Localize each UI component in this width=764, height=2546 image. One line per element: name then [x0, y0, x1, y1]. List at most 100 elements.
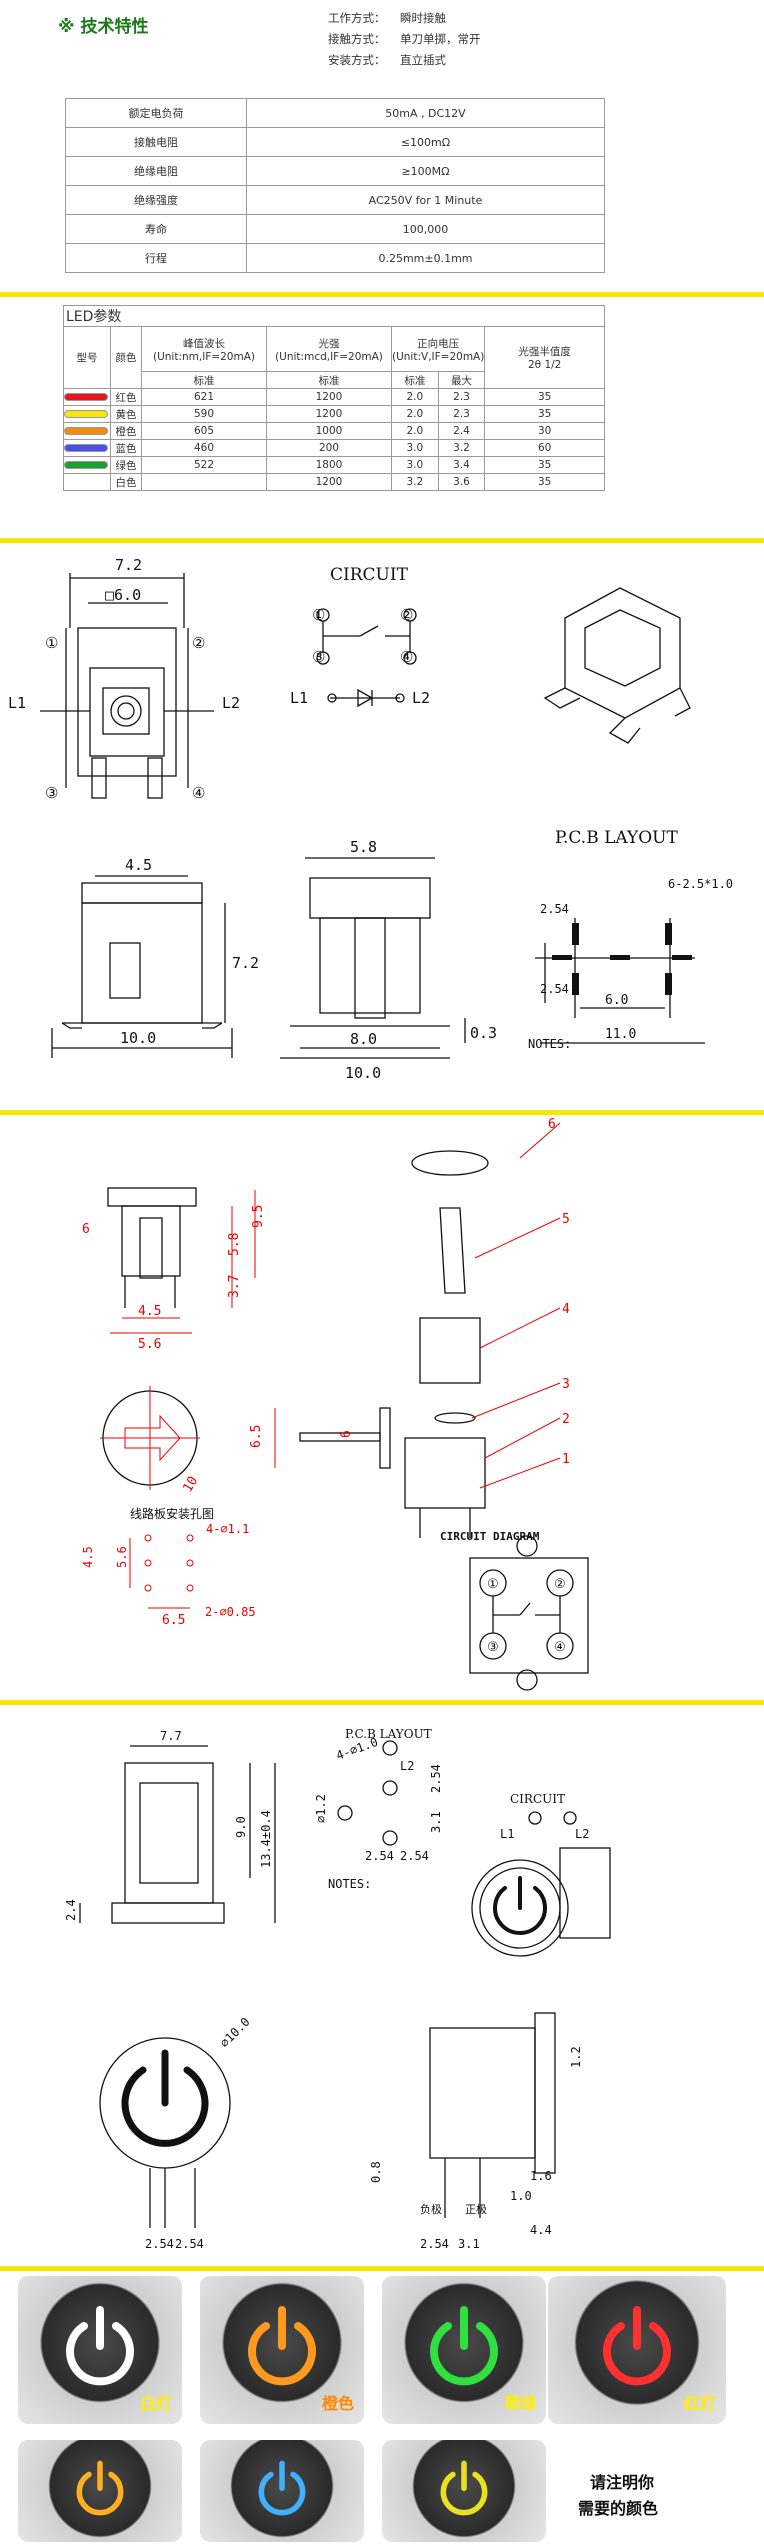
- svg-text:1.2: 1.2: [569, 2046, 583, 2068]
- power-icon-arc: [440, 2471, 488, 2516]
- svg-text:L1: L1: [500, 1827, 514, 1841]
- svg-text:4.5: 4.5: [81, 1546, 95, 1568]
- section-divider: [0, 538, 764, 543]
- svg-text:1: 1: [562, 1452, 570, 1467]
- photo-label: 翠绿: [503, 2394, 536, 2413]
- table-caption: LED参数: [63, 305, 605, 327]
- svg-text:④: ④: [400, 648, 413, 666]
- svg-text:L2: L2: [575, 1827, 589, 1841]
- svg-text:4-⌀1.1: 4-⌀1.1: [206, 1522, 249, 1536]
- led-parameters-table: LED参数 型号 颜色 峰值波长 (Unit:nm,IF=20mA) 光强 (U…: [63, 305, 605, 491]
- table-row: 接触电阻≤100mΩ: [65, 127, 605, 157]
- svg-text:2.54: 2.54: [145, 2237, 174, 2251]
- power-icon: [430, 2306, 498, 2386]
- label-l1: L1: [8, 694, 26, 712]
- led-color-swatch: [64, 427, 108, 435]
- mechanical-drawing-2: 9.5 5.8 3.7 4.5 5.6 6 6.5 10 5.6 4.5 6.5…: [81, 1118, 589, 1691]
- svg-text:5.6: 5.6: [138, 1337, 161, 1352]
- power-icon: [440, 2460, 488, 2516]
- product-photo: 翠绿: [382, 2276, 546, 2424]
- power-icon-arc: [76, 2471, 124, 2516]
- dim-inner: □6.0: [105, 586, 141, 604]
- power-icon-arc: [430, 2322, 498, 2386]
- svg-text:3.7: 3.7: [227, 1275, 242, 1298]
- svg-text:L1: L1: [290, 689, 308, 707]
- svg-text:4.5: 4.5: [125, 856, 152, 874]
- spec-item: 接触方式：单刀单掷，常开: [328, 32, 481, 46]
- svg-text:3.1: 3.1: [458, 2237, 480, 2251]
- section-divider: [0, 292, 764, 297]
- product-photo: [18, 2440, 182, 2542]
- svg-text:2.54: 2.54: [175, 2237, 204, 2251]
- svg-text:2.54: 2.54: [420, 2237, 449, 2251]
- svg-text:4.5: 4.5: [138, 1304, 161, 1319]
- circuit-diagram-title: CIRCUIT DIAGRAM: [440, 1530, 540, 1543]
- svg-text:6: 6: [548, 1118, 556, 1132]
- product-photo: 橙色: [200, 2276, 364, 2424]
- svg-text:2.54: 2.54: [540, 982, 569, 996]
- svg-text:1.0: 1.0: [510, 2189, 532, 2203]
- svg-text:⌀10.0: ⌀10.0: [217, 2015, 252, 2050]
- spec-item: 安装方式：直立插式: [328, 53, 446, 67]
- svg-text:7.7: 7.7: [160, 1729, 182, 1743]
- svg-text:3.1: 3.1: [429, 1811, 443, 1833]
- section-title: ※ 技术特性: [58, 17, 149, 37]
- pcb-layout-title: P.C.B LAYOUT: [345, 1727, 432, 1741]
- pin-2: ②: [192, 634, 205, 652]
- label-l2: L2: [222, 694, 240, 712]
- svg-text:6: 6: [82, 1222, 90, 1237]
- svg-text:6-2.5*1.0: 6-2.5*1.0: [668, 877, 733, 891]
- power-icon: [258, 2460, 306, 2516]
- svg-text:5.6: 5.6: [115, 1546, 129, 1568]
- svg-text:3: 3: [562, 1377, 570, 1392]
- pin-4: ④: [192, 784, 205, 802]
- pcb-hole-label: 线路板安装孔图: [130, 1506, 214, 1521]
- photo-label: 橙色: [321, 2394, 354, 2413]
- power-icon: [603, 2306, 671, 2386]
- svg-text:③: ③: [487, 1640, 499, 1655]
- power-icon: [66, 2306, 134, 2386]
- svg-text:10.0: 10.0: [345, 1064, 381, 1082]
- svg-text:2: 2: [562, 1412, 570, 1427]
- led-color-swatch: [64, 393, 108, 401]
- circuit-title: CIRCUIT: [510, 1792, 565, 1806]
- svg-text:负极: 负极: [420, 2202, 442, 2216]
- svg-text:10.0: 10.0: [120, 1029, 156, 1047]
- section-divider: [0, 1110, 764, 1115]
- svg-text:5: 5: [562, 1212, 570, 1227]
- svg-text:L2: L2: [400, 1759, 414, 1773]
- svg-text:6.5: 6.5: [249, 1425, 264, 1448]
- svg-text:8.0: 8.0: [350, 1030, 377, 1048]
- svg-text:2.54: 2.54: [400, 1849, 429, 1863]
- color-note: 请注明你 需要的颜色: [578, 2473, 659, 2518]
- svg-text:④: ④: [554, 1640, 566, 1655]
- spec-item: 工作方式：瞬时接触: [328, 11, 446, 25]
- power-icon-arc: [66, 2322, 134, 2386]
- svg-text:③: ③: [312, 648, 325, 666]
- svg-text:11.0: 11.0: [605, 1027, 636, 1042]
- mechanical-drawing-3: 7.7 9.0 13.4±0.4 2.4 P.C.B LAYOUT 4-⌀1.0…: [64, 1727, 611, 2251]
- pin-1: ①: [45, 634, 58, 652]
- svg-text:9.0: 9.0: [234, 1816, 248, 1838]
- section-divider: [0, 1700, 764, 1705]
- table-row: 绝缘电阻≥100MΩ: [65, 156, 605, 186]
- power-icon-arc: [603, 2322, 671, 2386]
- photo-label: 白灯: [139, 2394, 172, 2413]
- svg-text:5.8: 5.8: [350, 838, 377, 856]
- svg-text:13.4±0.4: 13.4±0.4: [259, 1810, 273, 1868]
- pcb-layout-title: P.C.B LAYOUT: [555, 828, 678, 848]
- power-icon-arc: [248, 2322, 316, 2386]
- dim-width: 7.2: [115, 556, 142, 574]
- svg-text:①: ①: [312, 606, 325, 624]
- section-divider: [0, 2266, 764, 2271]
- power-icon: [76, 2460, 124, 2516]
- svg-text:6.0: 6.0: [605, 993, 628, 1008]
